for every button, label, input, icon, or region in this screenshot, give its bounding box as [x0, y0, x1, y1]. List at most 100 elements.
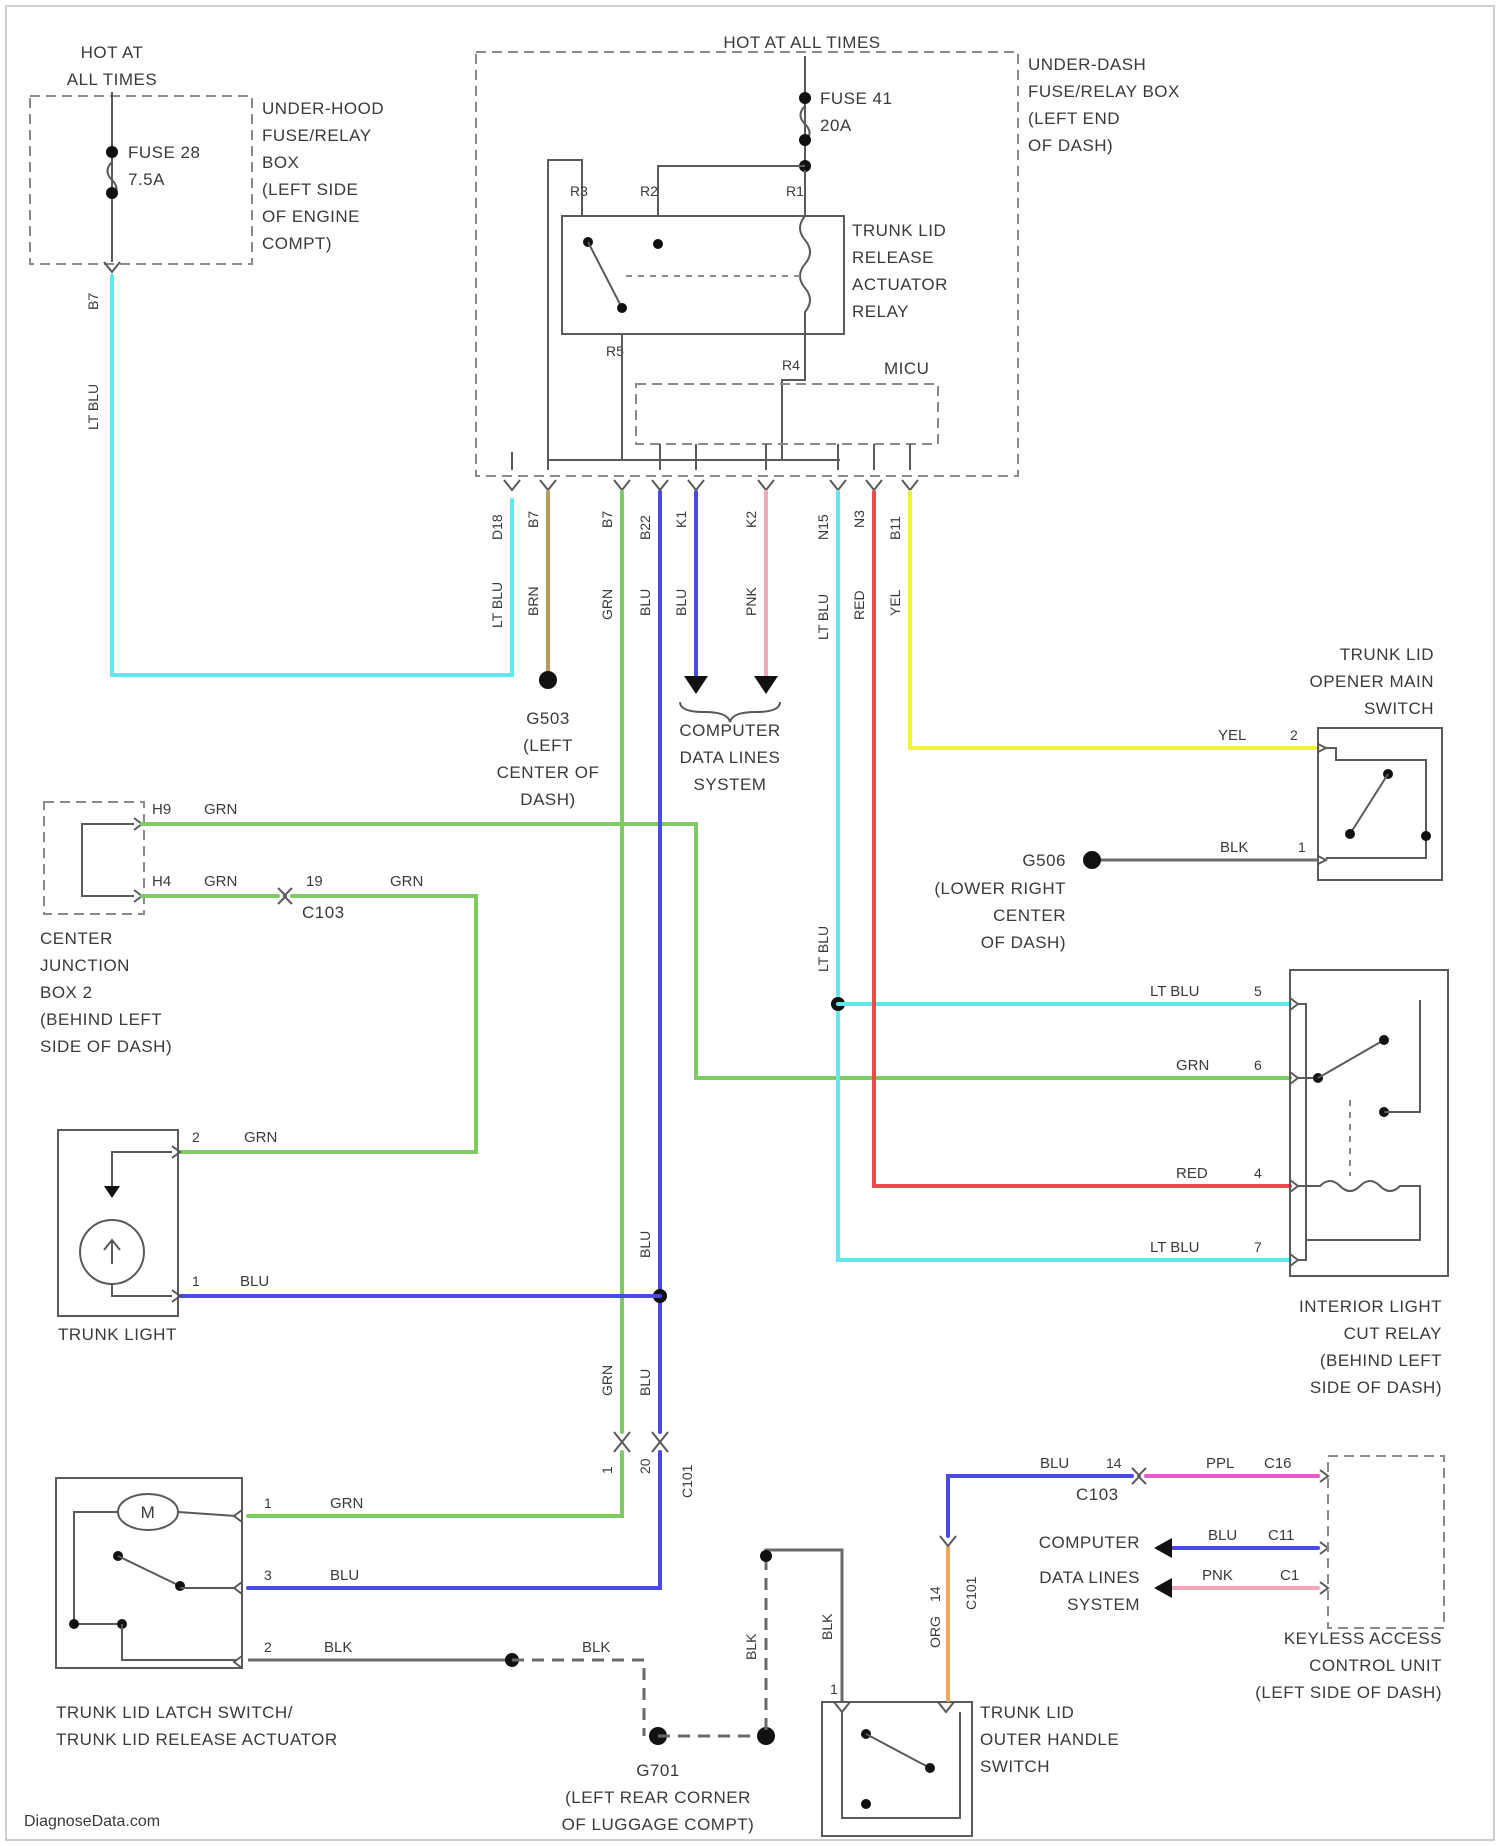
keyless-blu-label: BLU	[1040, 1455, 1069, 1472]
conn-wire-b7-brn: BRN	[525, 586, 541, 616]
lt-blu-wire-under-hood	[112, 276, 512, 675]
keyless-c103-pin: 14	[1106, 1455, 1122, 1471]
grn-wire-h9	[142, 824, 1290, 1078]
g701-label-3: OF LUGGAGE COMPT)	[562, 1815, 755, 1834]
page-frame	[6, 6, 1494, 1840]
irelay-title-3: (BEHIND LEFT	[1320, 1351, 1442, 1370]
opener-contact-pivot	[1345, 829, 1355, 839]
junction-h9-label: H9	[152, 801, 171, 818]
opener-pin-2: 2	[1290, 727, 1298, 743]
interior-feed-label: LT BLU	[815, 926, 831, 972]
relay-title-2: RELEASE	[852, 248, 934, 267]
keyless-title-2: CONTROL UNIT	[1309, 1656, 1442, 1675]
conn-chevron-b7b	[614, 480, 630, 490]
opener-yel-label: YEL	[1218, 727, 1246, 744]
comp-data-label-1: COMPUTER	[679, 721, 780, 740]
under-hood-title-4: (LEFT SIDE	[262, 180, 358, 199]
vert-blu-label-1: BLU	[637, 1231, 653, 1258]
c101-pin-b: 20	[637, 1458, 653, 1474]
conn-chevron-d18	[504, 480, 520, 490]
irelay-title-2: CUT RELAY	[1344, 1324, 1442, 1343]
keyless-c1-label: C1	[1280, 1567, 1299, 1584]
conn-wire-d18: LT BLU	[489, 582, 505, 628]
g506-label-1: G506	[1022, 851, 1066, 870]
keyless-c16-label: C16	[1264, 1455, 1292, 1472]
under-dash-title-1: UNDER-DASH	[1028, 55, 1146, 74]
fuse-28-top-node	[106, 146, 118, 158]
conn-wire-n15: LT BLU	[815, 594, 831, 640]
keyless-c103-label: C103	[1076, 1485, 1119, 1504]
relay-switch-contact	[617, 303, 627, 313]
latch-contact	[175, 1581, 185, 1591]
opener-pin-1: 1	[1298, 839, 1306, 855]
latch-pin-1: 1	[264, 1495, 272, 1511]
relay-r3-loop	[548, 160, 582, 460]
keyless-pnk-label: PNK	[1202, 1567, 1233, 1584]
under-hood-fuse-box: HOT AT ALL TIMES FUSE 28 7.5A UNDER-HOOD…	[30, 43, 384, 430]
junction-internal-loop	[82, 824, 134, 896]
handle-contact	[925, 1763, 935, 1773]
trunk-light-title: TRUNK LIGHT	[58, 1325, 177, 1344]
irelay-pin-5: 5	[1254, 983, 1262, 999]
under-hood-title-1: UNDER-HOOD	[262, 99, 384, 118]
junction-title-3: BOX 2	[40, 983, 93, 1002]
trunk-light-pin-2: 2	[192, 1129, 200, 1145]
irelay-title-4: SIDE OF DASH)	[1310, 1378, 1442, 1397]
opener-title-1: TRUNK LID	[1340, 645, 1434, 664]
handle-pin-marks	[834, 1702, 954, 1712]
relay-title-3: ACTUATOR	[852, 275, 948, 294]
trunk-lid-opener-switch: TRUNK LID OPENER MAIN SWITCH	[1309, 645, 1442, 880]
center-junction-box: H9 GRN H4 GRN 19 GRN C103 CENTER JUNCTIO…	[40, 801, 423, 1056]
opener-switch-arm	[1350, 774, 1388, 834]
irelay-pin-4: 4	[1254, 1165, 1262, 1181]
interior-light-cut-relay: LT BLU 5 GRN 6 RED 4 LT BLU 7 INTERIOR L…	[1150, 970, 1448, 1397]
conn-chevron-k2	[758, 480, 774, 490]
conn-chevron-k1	[688, 480, 704, 490]
handle-title-2: OUTER HANDLE	[980, 1730, 1119, 1749]
irelay-wire-4-color: LT BLU	[1150, 1239, 1199, 1256]
junction-title-1: CENTER	[40, 929, 113, 948]
trunk-light: 2 GRN 1 BLU TRUNK LIGHT	[58, 1129, 277, 1344]
latch-pin-2: 2	[264, 1639, 272, 1655]
latch-blk: BLK	[324, 1639, 352, 1656]
keyless-comp-1: COMPUTER	[1039, 1533, 1140, 1552]
lt-blu-wire-n15	[838, 492, 1290, 1260]
conn-pin-b11: B11	[887, 516, 903, 540]
c1-arrow	[1154, 1578, 1172, 1598]
irelay-wire-1-color: LT BLU	[1150, 983, 1199, 1000]
under-dash-title-4: OF DASH)	[1028, 136, 1113, 155]
k1-arrow	[684, 676, 708, 694]
under-hood-title-3: BOX	[262, 153, 299, 172]
latch-blu: BLU	[330, 1567, 359, 1584]
k2-arrow	[754, 676, 778, 694]
under-dash-fuse-relay-box: HOT AT ALL TIMES UNDER-DASH FUSE/RELAY B…	[476, 33, 1180, 476]
data-lines-brace	[680, 702, 780, 722]
c101b-pin: 14	[927, 1586, 943, 1602]
conn-chevron-n15	[830, 480, 846, 490]
latch-blk-wire-dashed	[512, 1660, 644, 1736]
irelay-contact-top	[1379, 1035, 1389, 1045]
g701-label-2: (LEFT REAR CORNER	[565, 1788, 751, 1807]
fuse-28-label: FUSE 28	[128, 143, 200, 162]
keyless-blu2-label: BLU	[1208, 1527, 1237, 1544]
under-hood-hot-label-2: ALL TIMES	[67, 70, 157, 89]
under-dash-title-3: (LEFT END	[1028, 109, 1120, 128]
conn-chevron-b11	[902, 480, 918, 490]
g506-label-4: OF DASH)	[981, 933, 1066, 952]
footer-watermark: DiagnoseData.com	[24, 1813, 160, 1830]
latch-internal-left	[74, 1512, 122, 1624]
g503-label-3: CENTER OF	[497, 763, 600, 782]
irelay-coil	[1298, 1181, 1420, 1240]
c101b-wire: ORG	[927, 1616, 943, 1648]
keyless-comp-2: DATA LINES	[1039, 1568, 1140, 1587]
under-hood-title-5: OF ENGINE	[262, 207, 360, 226]
opener-internal-wire	[1326, 748, 1426, 858]
junction-h4-grn: GRN	[204, 873, 237, 890]
latch-grn: GRN	[330, 1495, 363, 1512]
junction-title-4: (BEHIND LEFT	[40, 1010, 162, 1029]
keyless-title-3: (LEFT SIDE OF DASH)	[1255, 1683, 1442, 1702]
under-dash-hot-label: HOT AT ALL TIMES	[723, 33, 880, 52]
conn-pin-k1: K1	[673, 511, 689, 528]
handle-blk-node	[760, 1550, 772, 1562]
keyless-pin-marks	[1320, 1470, 1328, 1594]
